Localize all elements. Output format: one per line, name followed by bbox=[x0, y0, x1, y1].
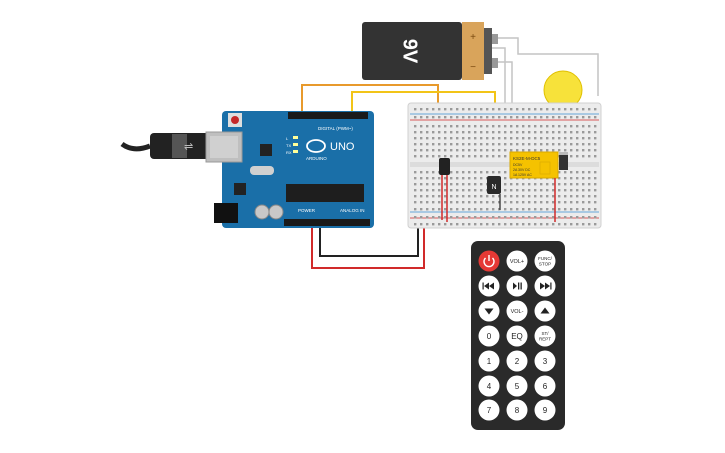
remote-button-5[interactable]: 5 bbox=[506, 375, 528, 397]
remote-button-label: 9 bbox=[543, 406, 548, 415]
remote-button-1[interactable]: 1 bbox=[478, 350, 500, 372]
remote-button-9[interactable]: 9 bbox=[534, 399, 556, 421]
power-icon bbox=[483, 255, 495, 268]
remote-button-label: REPT bbox=[539, 337, 551, 342]
power-label: POWER bbox=[298, 208, 316, 213]
arduino-model: UNO bbox=[330, 141, 355, 153]
transistor-label: N bbox=[491, 184, 496, 191]
led-tx-label: TX bbox=[286, 143, 291, 148]
remote-button-label: ST/ bbox=[541, 331, 549, 336]
digital-label: DIGITAL (PWM~) bbox=[318, 126, 353, 131]
remote-button-label: VOL- bbox=[511, 309, 524, 315]
led-rx-label: RX bbox=[286, 150, 292, 155]
breadboard bbox=[407, 102, 602, 229]
remote-button-label: EQ bbox=[511, 332, 523, 341]
down-icon bbox=[484, 308, 494, 315]
relay-line-2: DC5V bbox=[513, 163, 523, 167]
remote-button-vol[interactable]: VOL- bbox=[506, 300, 528, 322]
diode[interactable] bbox=[559, 152, 568, 170]
remote-button-7[interactable]: 7 bbox=[478, 399, 500, 421]
remote-up-button[interactable] bbox=[534, 300, 556, 322]
remote-button-4[interactable]: 4 bbox=[478, 375, 500, 397]
relay[interactable]: KS2E-M-DC5 DC5V 2A 30V DC 1A 125V AC bbox=[509, 151, 559, 222]
remote-buttons: VOL+ FUNC/STOP VOL- 0 EQ ST/REPT 1 2 3 4 5 6 7 8 9 bbox=[478, 250, 556, 421]
black-gnd-wire bbox=[319, 222, 419, 257]
breadboard-holes bbox=[414, 108, 597, 226]
remote-fast-forward-button[interactable] bbox=[534, 275, 556, 297]
red-power-wire bbox=[311, 222, 425, 269]
fast-forward-icon bbox=[540, 282, 552, 290]
relay-line-3: 2A 30V DC bbox=[513, 168, 531, 172]
remote-button-2[interactable]: 2 bbox=[506, 350, 528, 372]
ir-receiver[interactable] bbox=[439, 158, 450, 222]
remote-button-label: VOL+ bbox=[510, 259, 524, 265]
remote-button-eq[interactable]: EQ bbox=[506, 325, 528, 347]
remote-button-label: FUNC/ bbox=[538, 256, 552, 261]
up-icon bbox=[540, 307, 550, 314]
remote-button-label: 5 bbox=[515, 382, 520, 391]
remote-button-label: 3 bbox=[543, 357, 548, 366]
remote-play-pause-button[interactable] bbox=[506, 275, 528, 297]
arduino-logo bbox=[306, 139, 326, 153]
remote-button-label: 0 bbox=[487, 332, 492, 341]
analog-label: ANALOG IN bbox=[340, 208, 365, 213]
remote-button-func-stop[interactable]: FUNC/STOP bbox=[534, 250, 556, 272]
usb-cable: ⇌ bbox=[120, 133, 210, 159]
transistor[interactable]: N bbox=[487, 176, 501, 210]
remote-button-0[interactable]: 0 bbox=[478, 325, 500, 347]
rewind-icon bbox=[482, 282, 494, 290]
remote-button-label: 1 bbox=[487, 357, 492, 366]
remote-button-st-rept[interactable]: ST/REPT bbox=[534, 325, 556, 347]
remote-button-label: STOP bbox=[539, 262, 551, 267]
relay-line-4: 1A 125V AC bbox=[513, 173, 532, 177]
remote-down-button[interactable] bbox=[478, 300, 500, 322]
remote-button-8[interactable]: 8 bbox=[506, 399, 528, 421]
reset-button[interactable] bbox=[231, 116, 239, 124]
battery-plus: + bbox=[470, 32, 476, 43]
battery-9v[interactable]: 9V + − bbox=[362, 22, 498, 80]
relay-line-1: KS2E-M-DC5 bbox=[513, 156, 541, 161]
led-l-label: L bbox=[286, 136, 289, 141]
battery-label: 9V bbox=[399, 39, 421, 64]
remote-button-label: 8 bbox=[515, 406, 520, 415]
remote-button-label: 4 bbox=[487, 382, 492, 391]
arduino-brand: ARDUINO bbox=[306, 156, 327, 161]
remote-button-label: 7 bbox=[487, 406, 492, 415]
remote-button-6[interactable]: 6 bbox=[534, 375, 556, 397]
remote-button-3[interactable]: 3 bbox=[534, 350, 556, 372]
remote-power-button[interactable] bbox=[478, 250, 500, 272]
battery-wire-top bbox=[490, 37, 599, 96]
arduino-uno[interactable]: L TX RX UNO ARDUINO DIGITAL (PWM~) POWER… bbox=[205, 111, 374, 228]
remote-button-label: 6 bbox=[543, 382, 548, 391]
play-pause-icon bbox=[513, 282, 522, 290]
remote-rewind-button[interactable] bbox=[478, 275, 500, 297]
ir-remote[interactable]: VOL+ FUNC/STOP VOL- 0 EQ ST/REPT 1 2 3 4 5 6 7 8 9 bbox=[471, 241, 565, 430]
remote-button-volplus[interactable]: VOL+ bbox=[506, 250, 528, 272]
remote-button-label: 2 bbox=[515, 357, 520, 366]
battery-minus: − bbox=[470, 62, 476, 73]
usb-icon: ⇌ bbox=[184, 141, 193, 153]
